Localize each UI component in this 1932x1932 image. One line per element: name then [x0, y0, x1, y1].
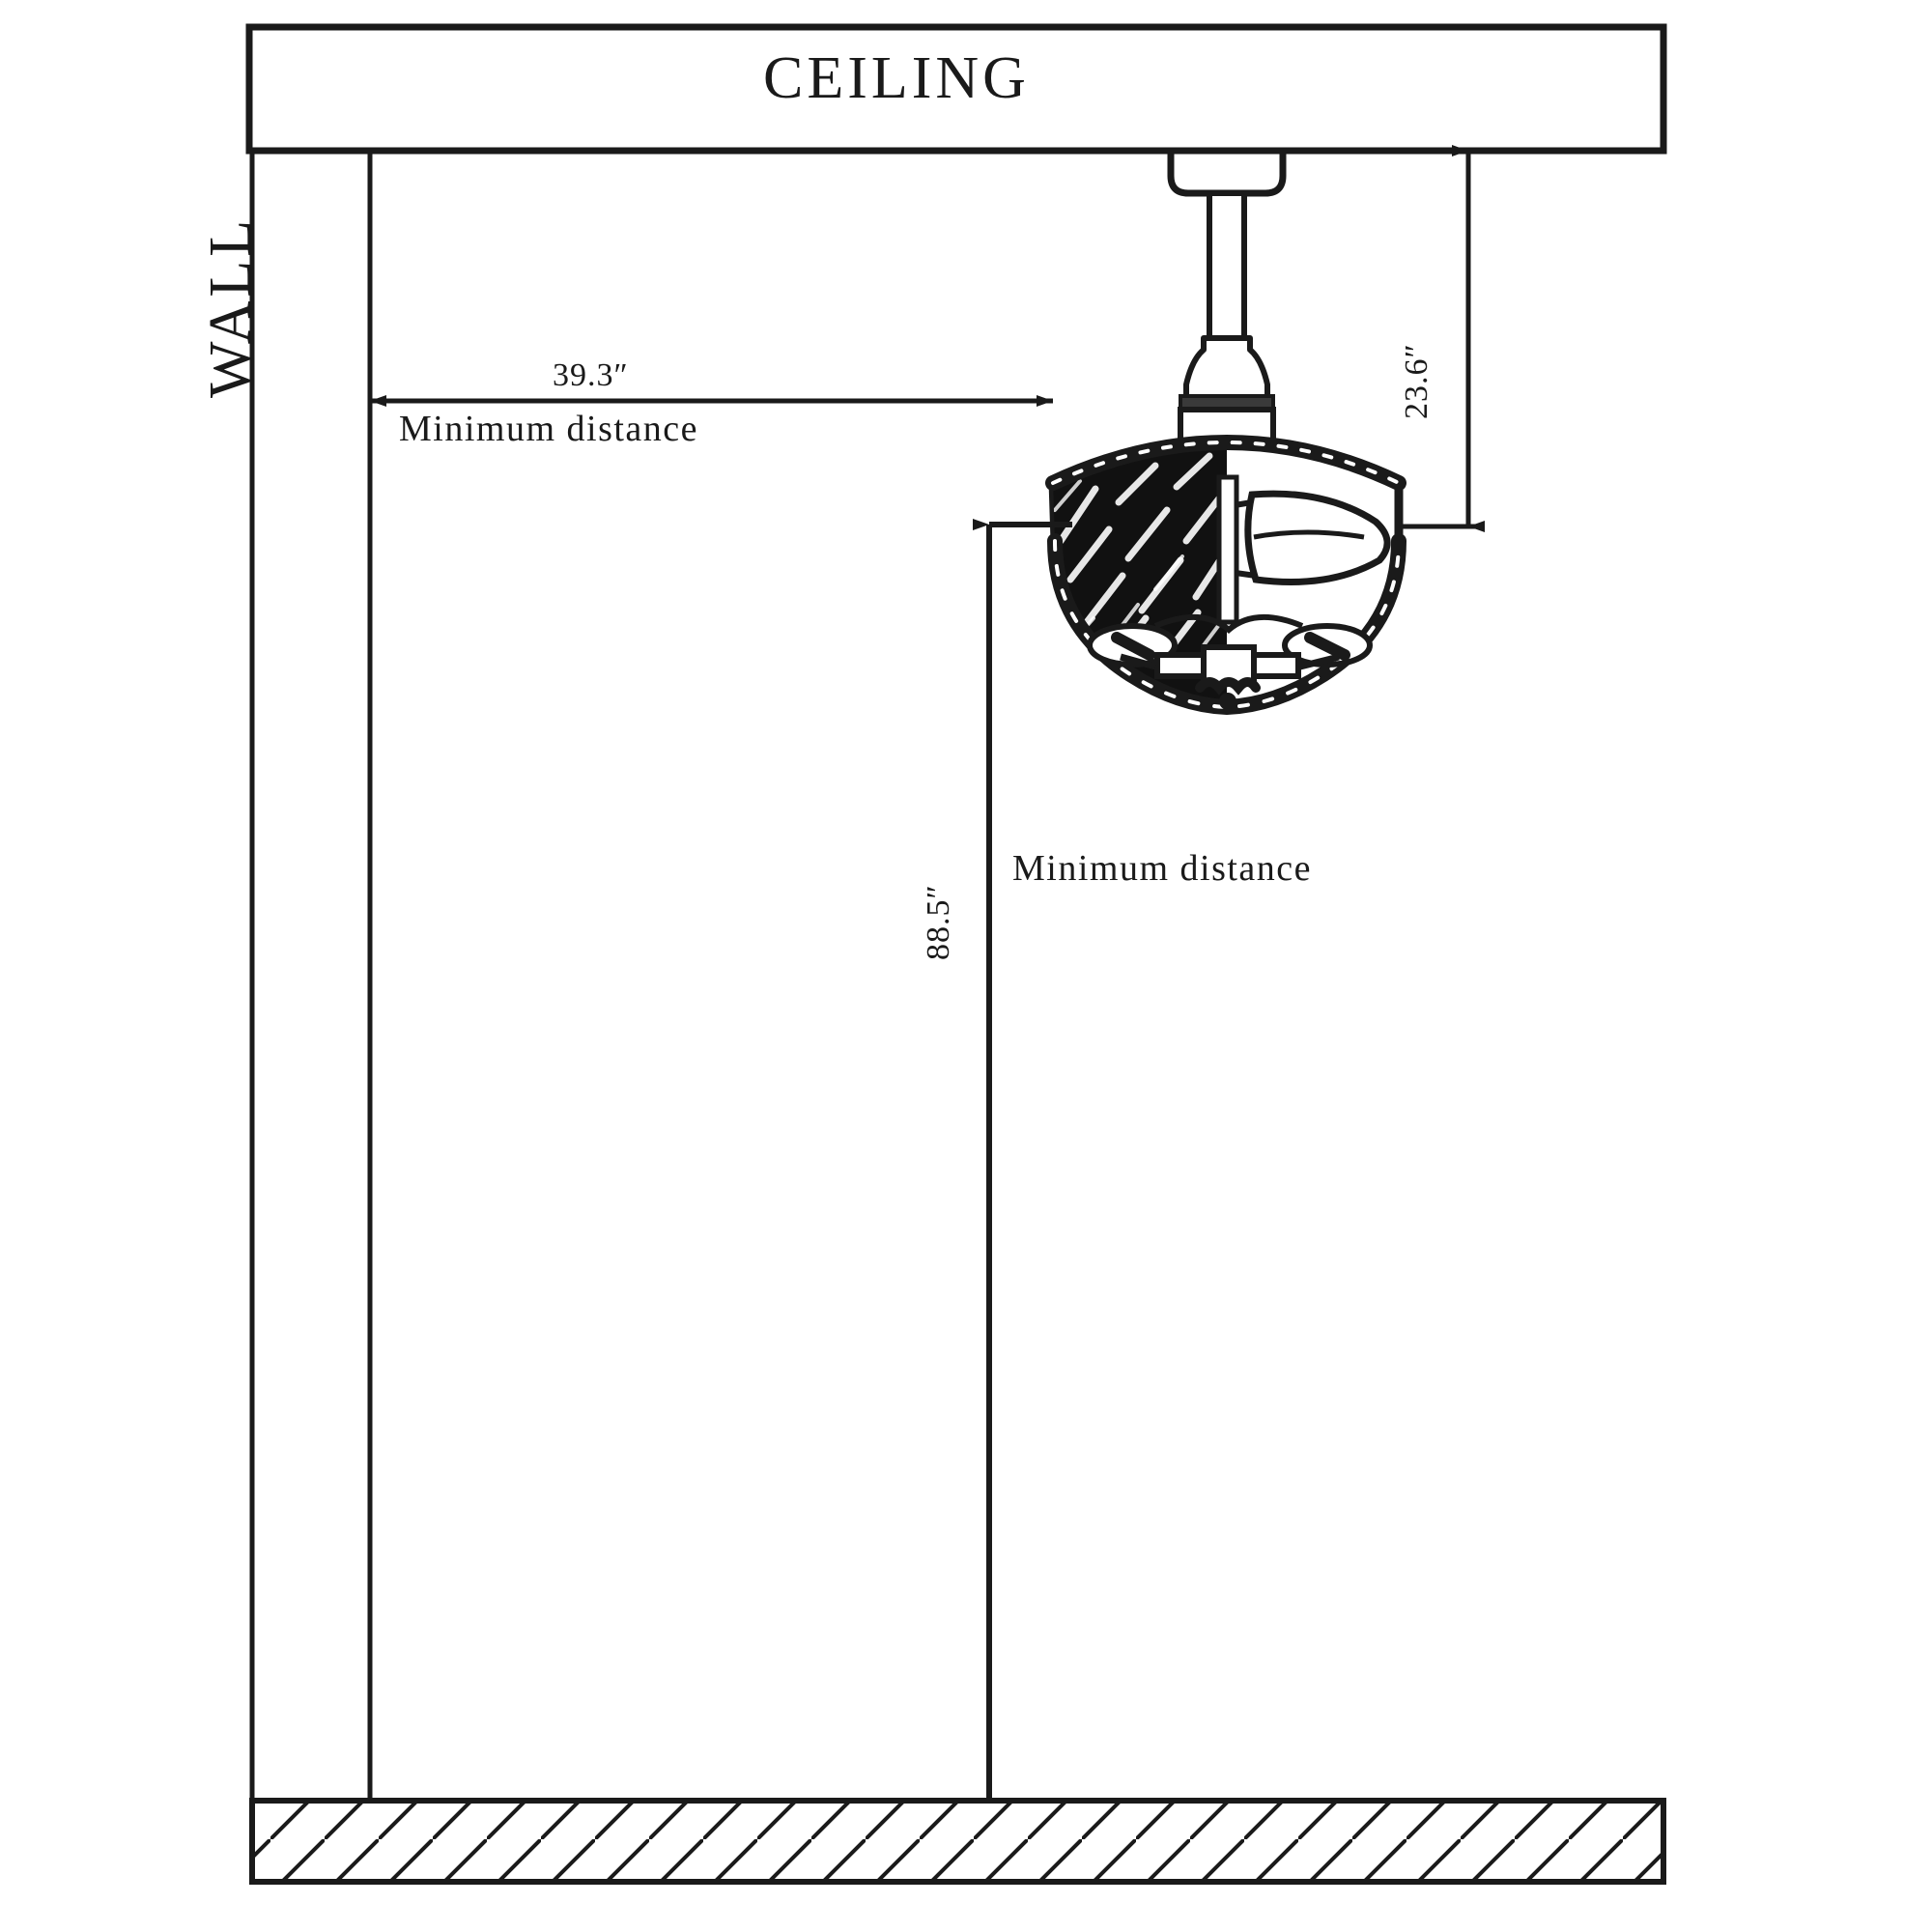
wall-section [249, 151, 373, 1803]
ceiling-label: CEILING [763, 45, 1030, 111]
dimension-vertical-23 [1399, 145, 1485, 532]
dimension-vertical-drop-value: 23.6″ [1399, 343, 1435, 419]
dimension-vertical-88 [973, 519, 1072, 1803]
ceiling-slab [245, 23, 1667, 155]
dimension-horizontal-note: Minimum distance [399, 409, 699, 449]
ceiling-fan [1045, 147, 1406, 716]
wall-label: WALL [198, 215, 264, 398]
dimension-vertical-clearance-value: 88.5″ [921, 884, 956, 960]
dimension-horizontal-value: 39.3″ [553, 357, 629, 393]
dimension-vertical-clearance-note: Minimum distance [1012, 848, 1313, 889]
floor-slab [249, 1798, 1666, 1885]
